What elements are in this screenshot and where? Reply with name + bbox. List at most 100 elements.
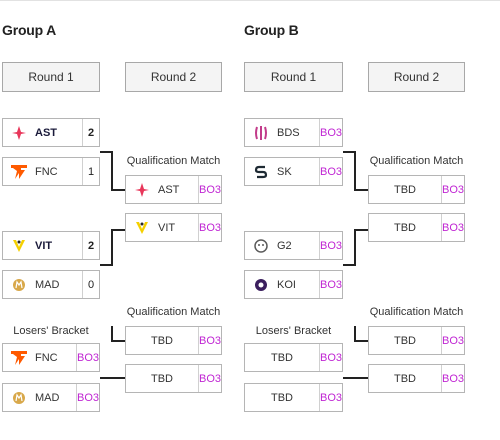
- bracket-connector: [111, 189, 125, 191]
- bracket-connector: [354, 229, 368, 231]
- team-row-tbd[interactable]: TBD BO3: [125, 326, 222, 355]
- team-name: TBD: [394, 183, 416, 196]
- team-score: BO3: [319, 271, 342, 298]
- vit-logo-icon: [134, 220, 150, 236]
- team-row-tbd[interactable]: TBD BO3: [244, 383, 343, 412]
- team-score: 2: [82, 232, 99, 259]
- group-a-title: Group A: [2, 22, 57, 38]
- team-score: BO3: [198, 327, 221, 354]
- bracket-connector: [354, 151, 356, 191]
- team-row-fnc[interactable]: FNC 1: [2, 157, 100, 186]
- team-score: BO3: [198, 214, 221, 241]
- team-score: BO3: [441, 365, 464, 392]
- qualification-match-label: Qualification Match: [369, 306, 464, 318]
- bds-logo-icon: [253, 125, 269, 141]
- team-score: BO3: [76, 384, 99, 411]
- team-row-tbd[interactable]: TBD BO3: [368, 175, 465, 204]
- team-row-tbd[interactable]: TBD BO3: [368, 364, 465, 393]
- qualification-match-label: Qualification Match: [126, 155, 221, 167]
- team-score: BO3: [319, 232, 342, 259]
- sk-logo-icon: [253, 164, 269, 180]
- fnc-logo-icon: [11, 350, 27, 366]
- qualification-match-label: Qualification Match: [126, 306, 221, 318]
- team-row-mad[interactable]: MAD 0: [2, 270, 100, 299]
- qualification-match-label: Qualification Match: [369, 155, 464, 167]
- team-row-ast[interactable]: AST 2: [2, 118, 100, 147]
- team-row-sk[interactable]: SK BO3: [244, 157, 343, 186]
- team-row-g2[interactable]: G2 BO3: [244, 231, 343, 260]
- bracket-connector: [343, 264, 355, 266]
- team-row-mad-losers[interactable]: MAD BO3: [2, 383, 100, 412]
- bracket-connector: [111, 229, 125, 231]
- team-score: BO3: [198, 176, 221, 203]
- team-row-vit[interactable]: VIT 2: [2, 231, 100, 260]
- team-name: TBD: [151, 334, 173, 347]
- team-score: BO3: [441, 176, 464, 203]
- team-name: G2: [277, 239, 292, 252]
- mad-logo-icon: [11, 277, 27, 293]
- team-name: VIT: [35, 239, 53, 252]
- bracket-connector: [354, 340, 368, 342]
- g2-logo-icon: [253, 238, 269, 254]
- team-score: 2: [82, 119, 99, 146]
- team-name: FNC: [35, 351, 58, 364]
- bracket-connector: [343, 377, 368, 379]
- team-name: BDS: [277, 126, 300, 139]
- team-score: BO3: [198, 365, 221, 392]
- team-row-bds[interactable]: BDS BO3: [244, 118, 343, 147]
- group-b-round1-header[interactable]: Round 1: [244, 62, 343, 92]
- team-score: BO3: [76, 344, 99, 371]
- bracket-connector: [354, 229, 356, 266]
- team-row-koi[interactable]: KOI BO3: [244, 270, 343, 299]
- team-name: TBD: [271, 391, 293, 404]
- team-name: SK: [277, 165, 292, 178]
- team-score: BO3: [319, 158, 342, 185]
- group-b-round2-header[interactable]: Round 2: [368, 62, 465, 92]
- team-score: 1: [82, 158, 99, 185]
- bracket-connector: [100, 377, 125, 379]
- team-name: KOI: [277, 278, 296, 291]
- team-name: TBD: [151, 372, 173, 385]
- team-name: MAD: [35, 278, 60, 291]
- ast-logo-icon: [134, 182, 150, 198]
- team-row-tbd[interactable]: TBD BO3: [125, 364, 222, 393]
- bracket-connector: [354, 189, 368, 191]
- vit-logo-icon: [11, 238, 27, 254]
- bracket-connector: [111, 151, 113, 191]
- team-name: TBD: [394, 334, 416, 347]
- bracket-connector: [100, 264, 112, 266]
- group-b-title: Group B: [244, 22, 299, 38]
- team-name: MAD: [35, 391, 60, 404]
- ast-logo-icon: [11, 125, 27, 141]
- team-name: TBD: [271, 351, 293, 364]
- group-a-round2-header[interactable]: Round 2: [125, 62, 222, 92]
- top-divider: [0, 0, 500, 1]
- team-row-tbd[interactable]: TBD BO3: [368, 326, 465, 355]
- team-score: BO3: [319, 344, 342, 371]
- team-name: TBD: [394, 372, 416, 385]
- bracket-connector: [111, 229, 113, 266]
- group-a-round1-header[interactable]: Round 1: [2, 62, 100, 92]
- team-row-fnc-losers[interactable]: FNC BO3: [2, 343, 100, 372]
- team-row-ast-qual[interactable]: AST BO3: [125, 175, 222, 204]
- koi-logo-icon: [253, 277, 269, 293]
- fnc-logo-icon: [11, 164, 27, 180]
- bracket-connector: [354, 326, 356, 341]
- mad-logo-icon: [11, 390, 27, 406]
- team-score: BO3: [319, 119, 342, 146]
- team-name: TBD: [394, 221, 416, 234]
- team-name: FNC: [35, 165, 58, 178]
- bracket-connector: [343, 151, 355, 153]
- team-row-tbd[interactable]: TBD BO3: [368, 213, 465, 242]
- team-score: BO3: [441, 214, 464, 241]
- team-row-vit-qual[interactable]: VIT BO3: [125, 213, 222, 242]
- team-row-tbd[interactable]: TBD BO3: [244, 343, 343, 372]
- losers-bracket-label: Losers' Bracket: [255, 325, 332, 337]
- team-score: BO3: [441, 327, 464, 354]
- team-score: 0: [82, 271, 99, 298]
- bracket-connector: [111, 340, 125, 342]
- team-score: BO3: [319, 384, 342, 411]
- team-name: VIT: [158, 221, 176, 234]
- team-name: AST: [158, 183, 180, 196]
- bracket-connector: [111, 326, 113, 341]
